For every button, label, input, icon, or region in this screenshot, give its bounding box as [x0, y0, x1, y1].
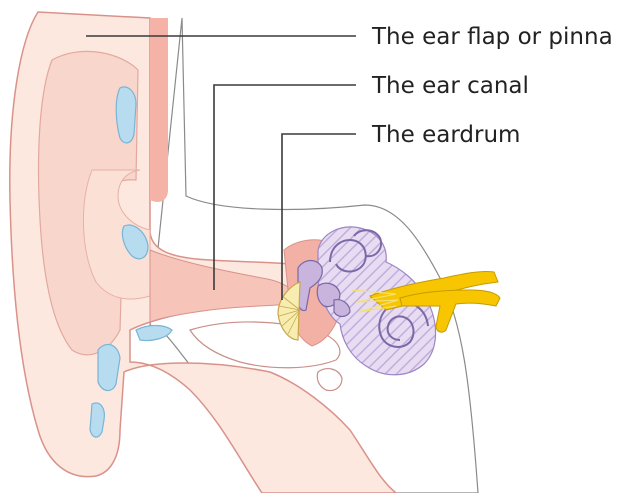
cartilage-upper [116, 87, 136, 143]
label-eardrum: The eardrum [371, 122, 520, 148]
label-pinna: The ear flap or pinna [371, 24, 613, 50]
cartilage-lower-2 [90, 403, 104, 437]
canal-wall-pink [150, 18, 168, 202]
label-ear-canal: The ear canal [371, 73, 529, 99]
cartilage-canal-floor [136, 326, 172, 341]
